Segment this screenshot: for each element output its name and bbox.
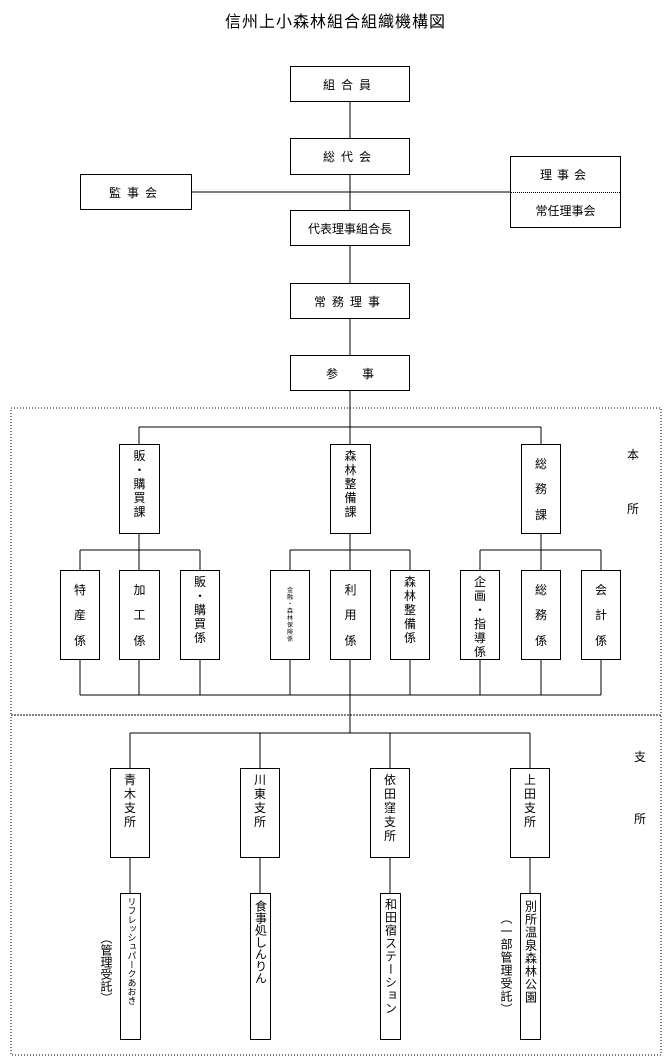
chart-title: 信州上小森林組合組織機構図: [224, 12, 446, 31]
kakari-soumu: 総務係: [521, 570, 561, 660]
box-kanjikai: 監事会: [80, 174, 192, 210]
shisho-region: [10, 714, 662, 1056]
facility-refresh-park-aoki-label: リフレッシュパークあおき: [125, 897, 136, 1005]
kakari-kakou: 加工係: [119, 570, 160, 660]
facility-shokujidokoro-shinrin: 食事処しんりん: [250, 893, 271, 1040]
box-soudaikai: 総代会: [290, 138, 410, 175]
facility-wadajuku-label: 和田宿ステーション: [383, 898, 398, 1015]
rijikai-label: 理事会: [511, 157, 620, 193]
kakari-kinyu-hoken: 金融・森林保険係: [270, 570, 310, 660]
box-sanji: 参 事: [290, 355, 410, 391]
facility-bessho-label: 別所温泉森林公園: [523, 900, 538, 1004]
branch-kawahigashi: 川東支所: [240, 768, 280, 858]
facility-bessho-onsen-park: 別所温泉森林公園: [520, 893, 541, 1040]
branch-aoki: 青木支所: [110, 768, 150, 858]
kakari-tokusan: 特産係: [60, 570, 100, 660]
box-kumiaiin: 組合員: [290, 66, 410, 102]
branch-ueda: 上田支所: [510, 768, 550, 858]
ka-shinrin-seibi: 森林整備課: [330, 444, 371, 534]
kakari-kikaku-shidou: 企画・指導係: [460, 570, 500, 660]
honsho-label-2: 所: [627, 502, 640, 516]
ka-soumu: 総務課: [521, 444, 561, 534]
shisho-label-2: 所: [634, 812, 647, 826]
kakari-hanbai: 販・購買係: [180, 570, 220, 660]
honsho-label-1: 本: [627, 448, 640, 462]
branch-yodakubo: 依田窪支所: [370, 768, 410, 858]
facility-refresh-park-aoki: リフレッシュパークあおき: [120, 893, 141, 1040]
ka-hanbai: 販・購買課: [119, 444, 160, 534]
facility-shinrin-label: 食事処しんりん: [253, 900, 268, 984]
facility-bessho-note: （一部管理受託）: [499, 912, 513, 1016]
box-daihyou: 代表理事組合長: [290, 210, 410, 246]
shisho-label-1: 支: [634, 750, 647, 764]
box-joumu: 常務理事: [290, 283, 410, 319]
kakari-riyou: 利用係: [330, 570, 371, 660]
jounin-label: 常任理事会: [535, 204, 596, 218]
box-rijikai: 理事会 常任理事会: [510, 156, 621, 228]
facility-aoki-note: （管理受託）: [99, 932, 113, 1004]
kakari-shinrin-seibi: 森林整備係: [390, 570, 430, 660]
kakari-kaikei: 会計係: [581, 570, 621, 660]
facility-wadajuku-station: 和田宿ステーション: [380, 893, 401, 1040]
